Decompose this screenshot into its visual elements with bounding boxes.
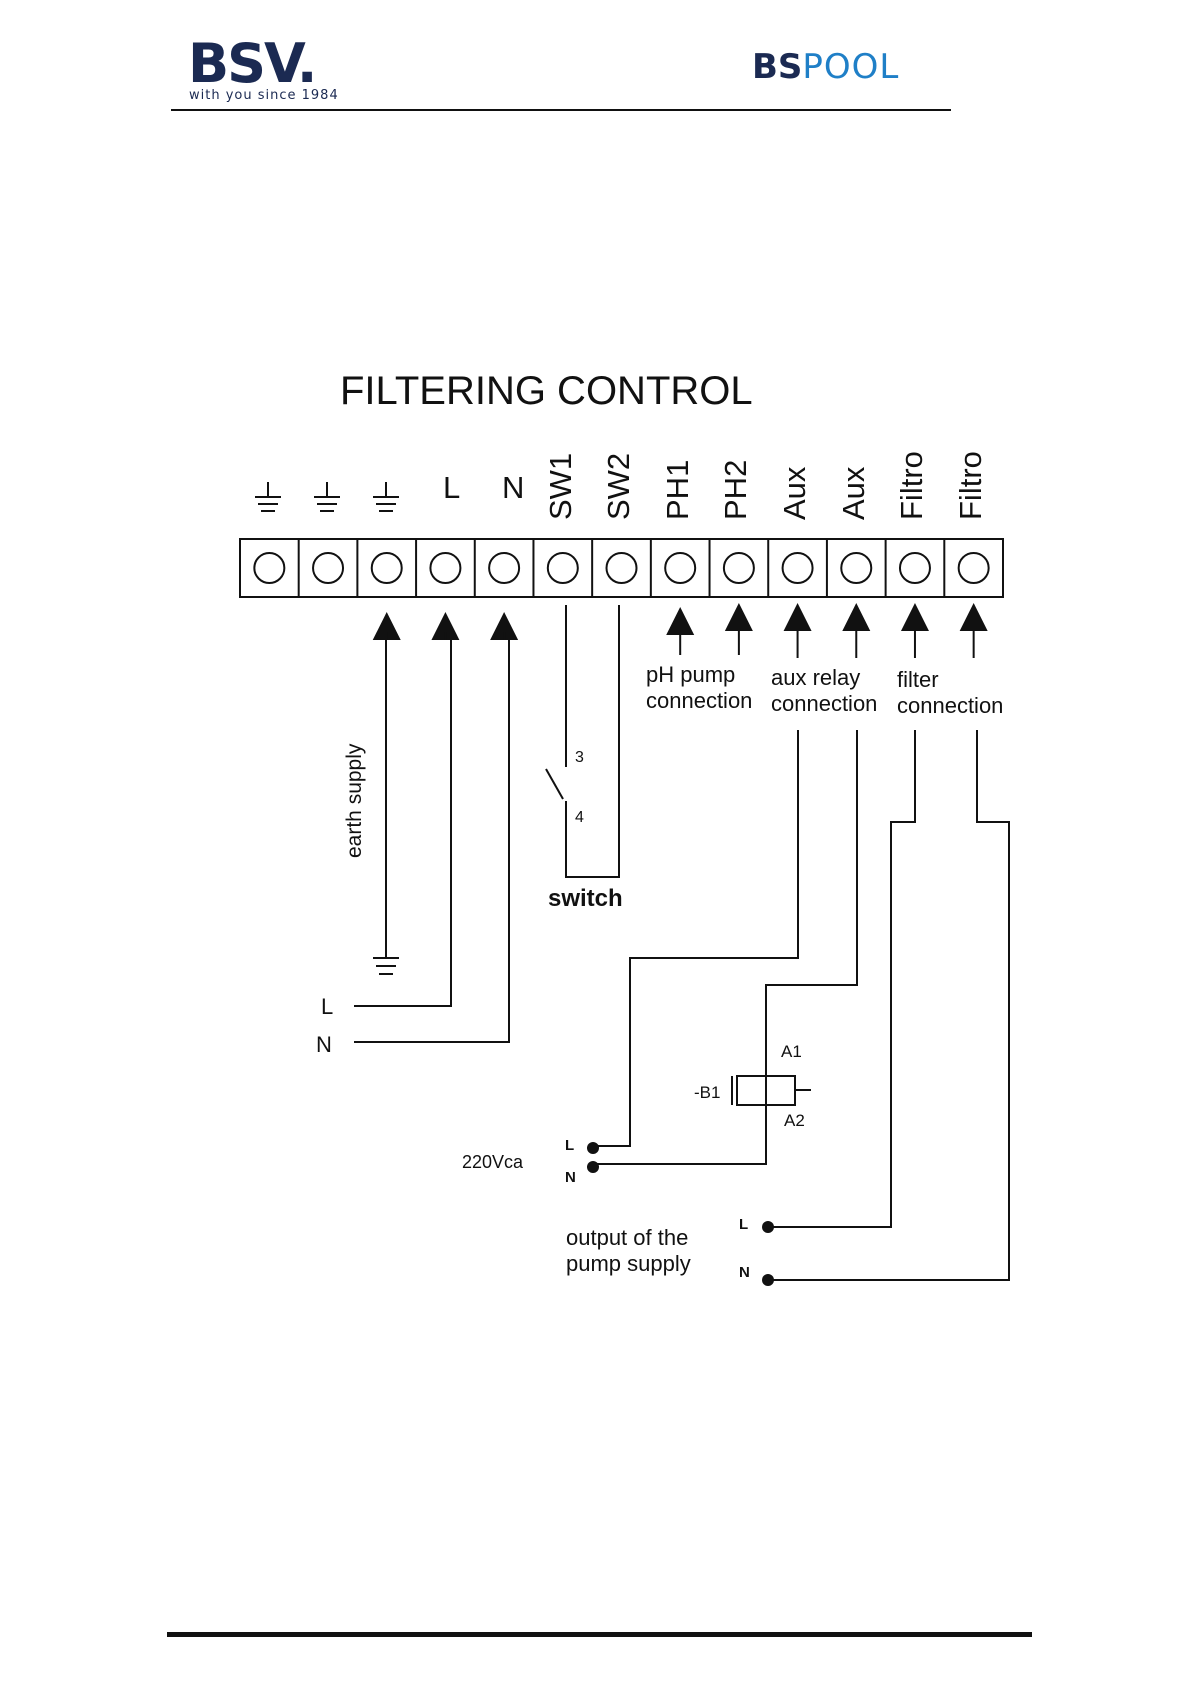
terminal-screw	[548, 553, 578, 583]
filter-label-line2: connection	[897, 693, 1003, 718]
voltage-label: 220Vca	[462, 1152, 524, 1172]
earth-icon	[314, 482, 340, 511]
aux-relay-label-line2: connection	[771, 691, 877, 716]
output-l-label: L	[739, 1216, 748, 1233]
switch-contact	[546, 769, 563, 799]
footer-divider	[167, 1632, 1032, 1637]
ph-pump-label-line2: connection	[646, 688, 752, 713]
mains-l-label: L	[565, 1137, 574, 1154]
supply-l-label: L	[321, 994, 333, 1019]
switch-label: switch	[548, 885, 623, 912]
terminal-label-ph1: PH1	[660, 460, 695, 520]
earth-icon	[373, 482, 399, 511]
terminal-label-sw1: SW1	[543, 453, 578, 520]
connection-arrows	[373, 603, 988, 658]
terminal-screw	[489, 553, 519, 583]
earth-supply-label: earth supply	[343, 743, 366, 858]
terminal-screw	[430, 553, 460, 583]
output-n-dot	[762, 1274, 774, 1286]
supply-n-label: N	[316, 1032, 332, 1057]
earth-symbols	[255, 482, 399, 511]
switch-wire-loop	[566, 605, 619, 877]
output-label-line2: pump supply	[566, 1251, 691, 1276]
terminal-label-filtro-1: Filtro	[894, 451, 929, 520]
earth-icon	[255, 482, 281, 511]
filter-label-line1: filter	[897, 667, 939, 692]
relay-a2-label: A2	[784, 1111, 805, 1130]
terminal-label-ph2: PH2	[718, 460, 753, 520]
arrow-head-icon	[666, 607, 694, 635]
output-label-line1: output of the	[566, 1225, 688, 1250]
earth-icon	[373, 958, 399, 974]
aux-relay-label-line1: aux relay	[771, 665, 860, 690]
terminal-screw	[254, 553, 284, 583]
terminal-label-filtro-2: Filtro	[953, 451, 988, 520]
arrow-head-icon	[901, 603, 929, 631]
terminal-block	[240, 539, 1003, 597]
arrow-head-icon	[960, 603, 988, 631]
terminal-label-aux-1: Aux	[777, 466, 812, 520]
switch-contact-4: 4	[575, 809, 584, 826]
arrow-head-icon	[784, 603, 812, 631]
filter-wire-1	[771, 730, 915, 1227]
output-l-dot	[762, 1221, 774, 1233]
terminal-screw	[900, 553, 930, 583]
mains-n-label: N	[565, 1169, 576, 1186]
mains-l-dot	[587, 1142, 599, 1154]
supply-l-wire	[354, 632, 451, 1006]
terminal-screw	[313, 553, 343, 583]
terminal-screw	[372, 553, 402, 583]
diagram-title: FILTERING CONTROL	[340, 369, 753, 413]
output-n-label: N	[739, 1264, 750, 1281]
relay-name-label: -B1	[694, 1083, 720, 1102]
terminal-screw	[607, 553, 637, 583]
supply-n-wire	[354, 632, 509, 1042]
relay-a1-label: A1	[781, 1042, 802, 1061]
terminal-labels: L N SW1 SW2 PH1 PH2 Aux Aux Filtro Filtr…	[443, 451, 988, 520]
terminal-label-sw2: SW2	[601, 453, 636, 520]
terminal-screw	[724, 553, 754, 583]
terminal-screw	[841, 553, 871, 583]
mains-n-dot	[587, 1161, 599, 1173]
terminal-label-l: L	[443, 470, 460, 505]
arrow-head-icon	[842, 603, 870, 631]
diagram-labels: earth supply switch pH pump connection a…	[316, 662, 1003, 1281]
arrow-head-icon	[725, 603, 753, 631]
switch-contact-3: 3	[575, 749, 584, 766]
terminal-screw	[665, 553, 695, 583]
ph-pump-label-line1: pH pump	[646, 662, 735, 687]
terminal-screw	[783, 553, 813, 583]
terminal-label-n: N	[502, 470, 524, 505]
terminal-label-aux-2: Aux	[836, 466, 871, 520]
aux-wire-2	[596, 730, 857, 1164]
terminal-screw	[959, 553, 989, 583]
terminal-block-frame	[240, 539, 1003, 597]
